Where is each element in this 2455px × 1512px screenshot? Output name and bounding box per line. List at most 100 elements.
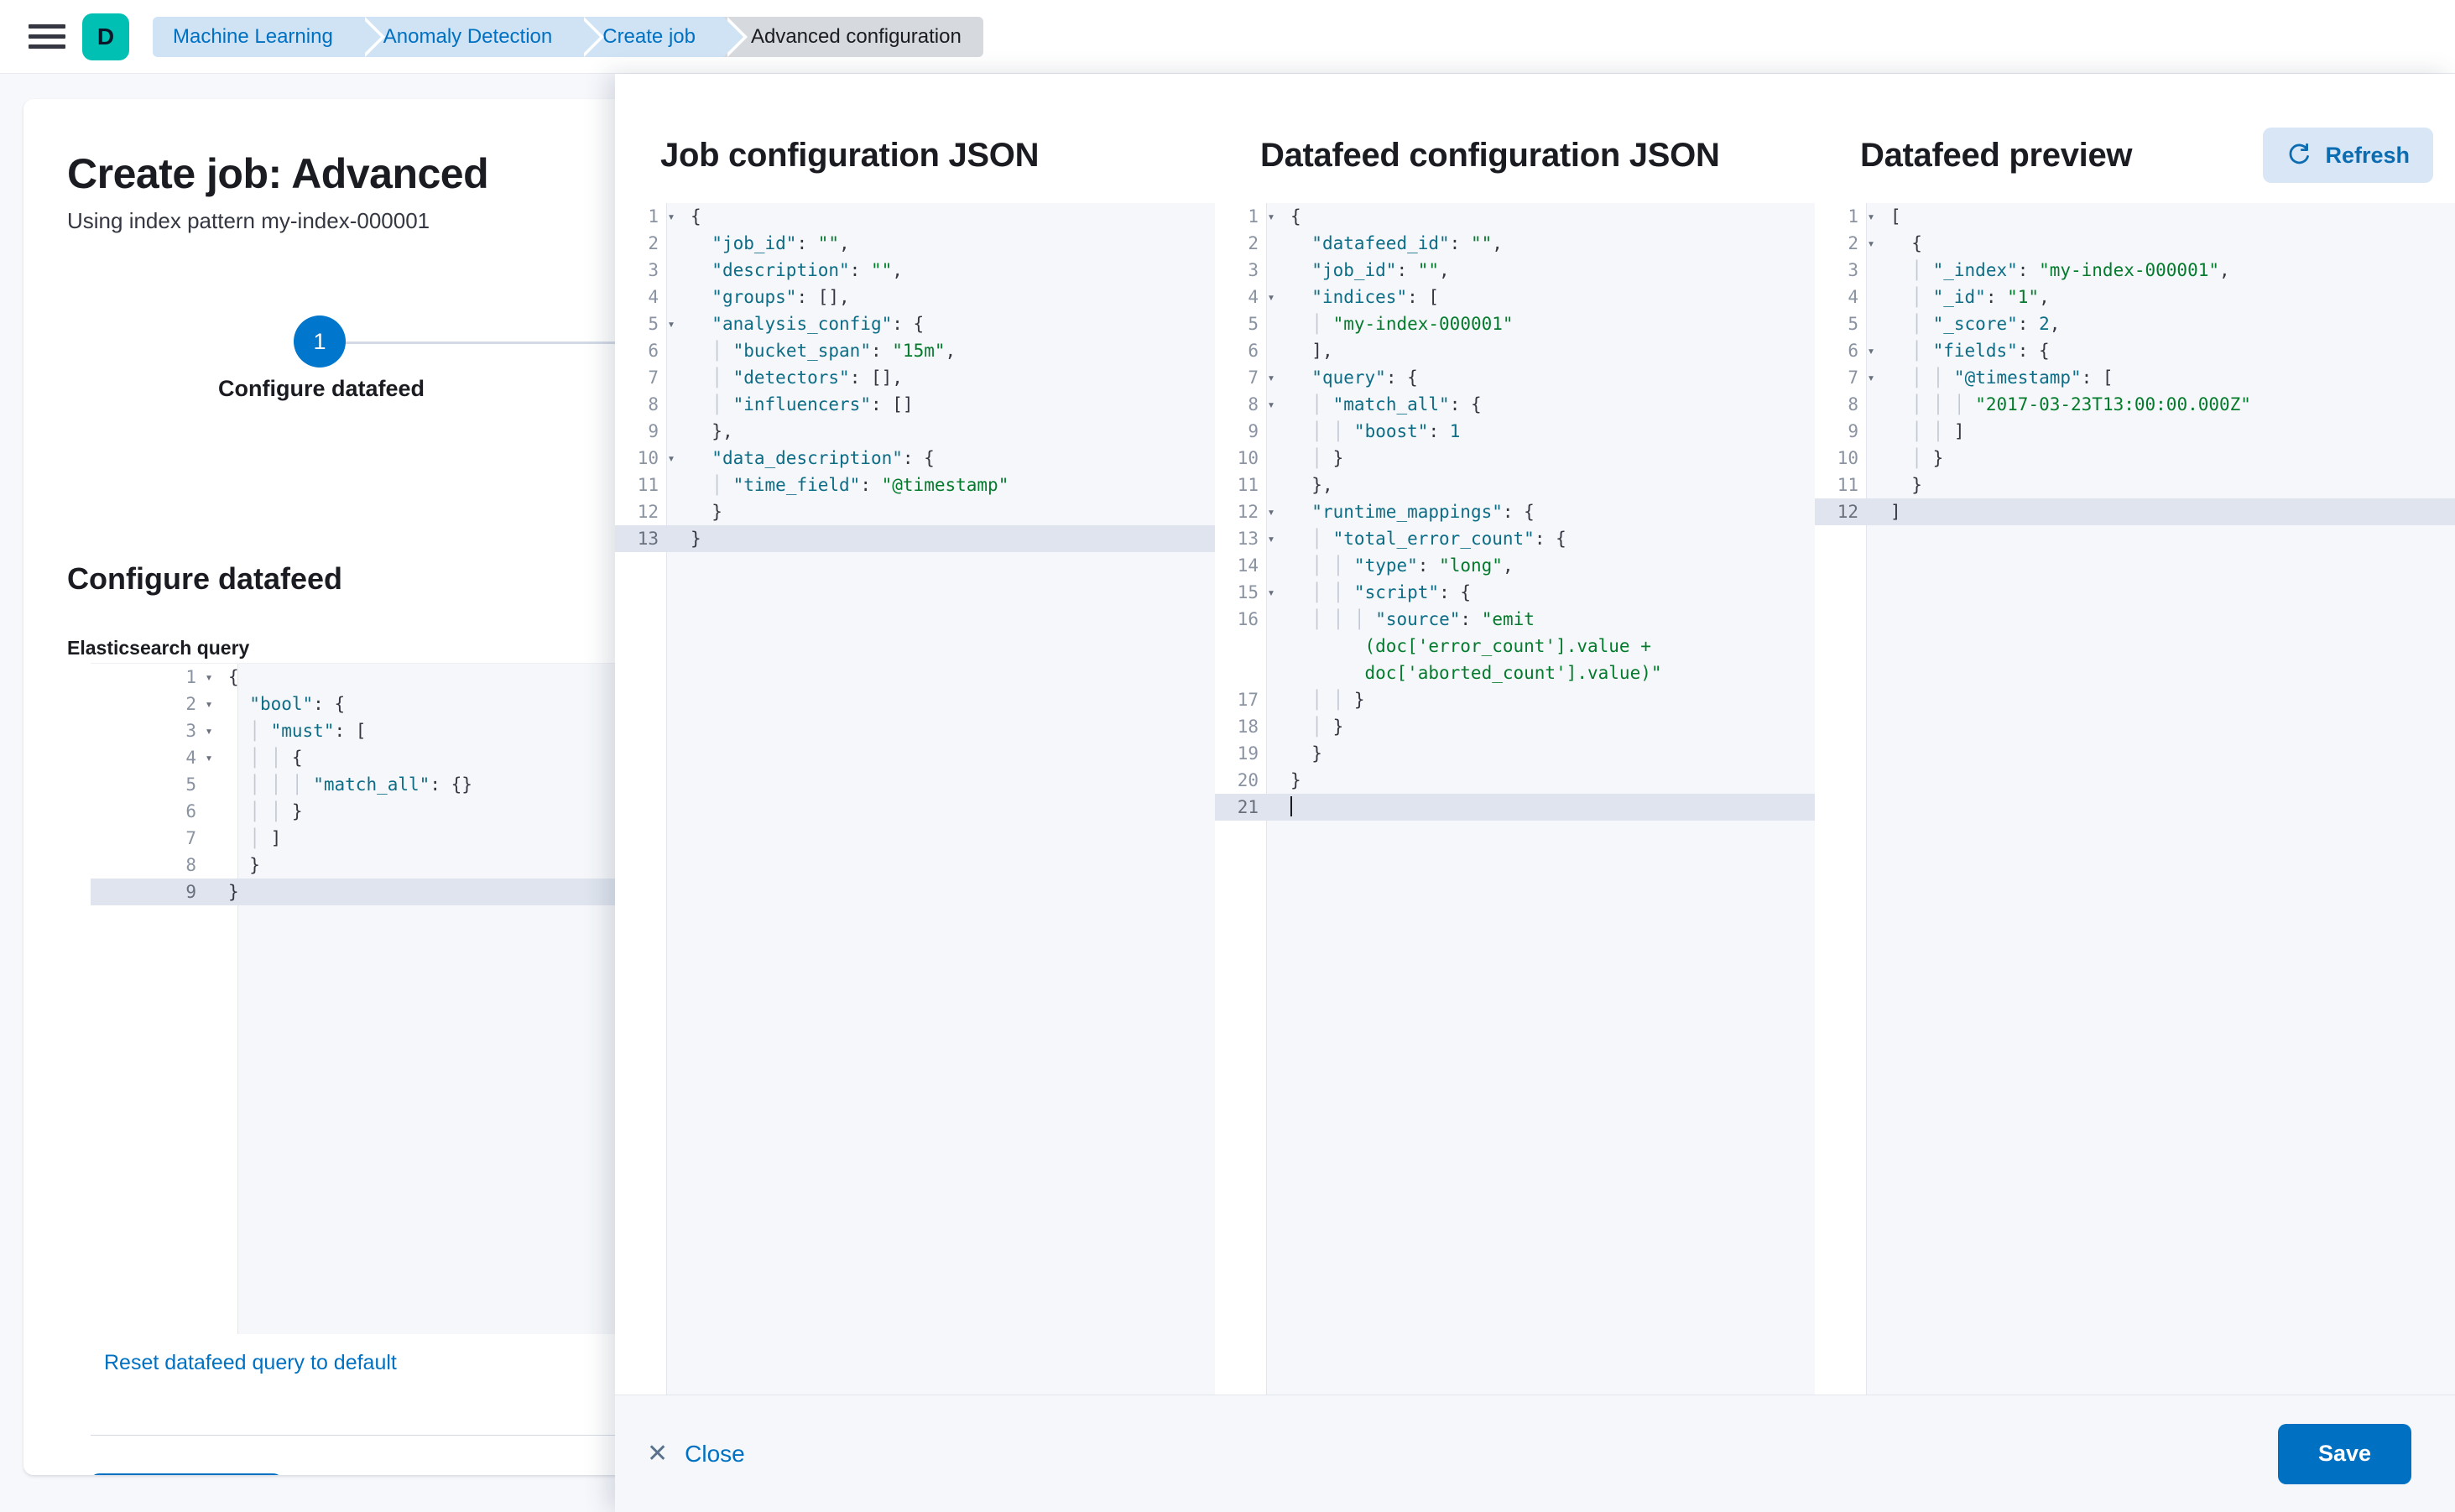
breadcrumb-item-1[interactable]: Machine Learning [153,16,385,57]
fold-toggle-icon[interactable]: ▾ [205,750,213,765]
code-line[interactable]: 12] [1815,498,2455,525]
code-line[interactable]: 2 "job_id": "", [615,230,1215,257]
fold-toggle-icon[interactable]: ▾ [205,723,213,738]
code-line[interactable]: 19 } [1215,740,1815,767]
code-line[interactable]: 7▾ │ │ "@timestamp": [ [1815,364,2455,391]
code-line[interactable]: 20} [1215,767,1815,794]
close-button[interactable]: ✕ Close [647,1441,745,1468]
brand-logo[interactable]: D [82,13,129,60]
line-number: 4 [648,287,659,307]
code-line[interactable]: 8 } [91,852,1198,879]
code-text: │ │ { [249,748,303,768]
code-line[interactable]: 1▾[ [1815,203,2455,230]
fold-toggle-icon[interactable]: ▾ [1267,370,1275,385]
code-line[interactable]: 9 }, [615,418,1215,445]
editor-lines[interactable]: 1▾{2 "job_id": "",3 "description": "",4 … [615,203,1215,552]
code-line[interactable]: 17 │ │ } [1215,686,1815,713]
code-line[interactable]: 12▾ "runtime_mappings": { [1215,498,1815,525]
editor-gutter [615,203,667,1395]
fold-toggle-icon[interactable]: ▾ [1267,289,1275,305]
code-line[interactable]: 3 │ "_index": "my-index-000001", [1815,257,2455,284]
refresh-button[interactable]: Refresh [2263,128,2433,183]
code-line[interactable]: 7 │ ] [91,825,1198,852]
fold-toggle-icon[interactable]: ▾ [205,696,213,712]
code-line[interactable]: 2▾ "bool": { [91,691,1198,717]
fold-toggle-icon[interactable]: ▾ [667,316,675,331]
code-line[interactable]: 5 │ │ │ "match_all": {} [91,771,1198,798]
code-line[interactable]: 13} [615,525,1215,552]
fold-toggle-icon[interactable]: ▾ [667,451,675,466]
fold-toggle-icon[interactable]: ▾ [667,209,675,224]
code-line[interactable]: 21 [1215,794,1815,821]
hamburger-icon[interactable] [29,18,65,55]
code-line[interactable]: 6 │ "bucket_span": "15m", [615,337,1215,364]
code-line[interactable]: 4▾ "indices": [ [1215,284,1815,310]
code-line[interactable]: 13▾ │ "total_error_count": { [1215,525,1815,552]
code-text: { [1290,206,1301,227]
code-line[interactable]: 11 }, [1215,472,1815,498]
job-configuration-editor[interactable]: 1▾{2 "job_id": "",3 "description": "",4 … [615,203,1215,1395]
fold-toggle-icon[interactable]: ▾ [1267,504,1275,519]
code-line[interactable]: 10 │ } [1815,445,2455,472]
save-button[interactable]: Save [2277,1423,2411,1484]
code-line[interactable]: 7 │ "detectors": [], [615,364,1215,391]
code-line[interactable]: 8 │ │ │ "2017-03-23T13:00:00.000Z" [1815,391,2455,418]
fold-toggle-icon[interactable]: ▾ [1867,343,1875,358]
code-line[interactable]: 1▾{ [1215,203,1815,230]
code-line[interactable]: 18 │ } [1215,713,1815,740]
code-line[interactable]: 4 │ "_id": "1", [1815,284,2455,310]
code-line[interactable]: 1▾{ [615,203,1215,230]
code-line[interactable]: 9 │ │ "boost": 1 [1215,418,1815,445]
fold-toggle-icon[interactable]: ▾ [1267,397,1275,412]
code-text: "bool": { [249,694,346,714]
code-line[interactable]: 6 │ │ } [91,798,1198,825]
next-button[interactable]: Next [91,1473,282,1475]
code-line[interactable]: 16 │ │ │ "source": "emit (doc['error_cou… [1215,606,1815,686]
reset-datafeed-query-link[interactable]: Reset datafeed query to default [104,1351,397,1374]
close-icon: ✕ [647,1439,669,1468]
datafeed-configuration-editor[interactable]: 1▾{2 "datafeed_id": "",3 "job_id": "",4▾… [1215,203,1815,1395]
flyout-body: Job configuration JSON 1▾{2 "job_id": ""… [615,74,2455,1395]
code-line[interactable]: 5 │ "_score": 2, [1815,310,2455,337]
code-line[interactable]: 3▾ │ "must": [ [91,717,1198,744]
code-line[interactable]: 12 } [615,498,1215,525]
code-line[interactable]: 4 "groups": [], [615,284,1215,310]
code-line[interactable]: 9 │ │ ] [1815,418,2455,445]
code-line[interactable]: 2 "datafeed_id": "", [1215,230,1815,257]
fold-toggle-icon[interactable]: ▾ [1867,209,1875,224]
fold-toggle-icon[interactable]: ▾ [1867,236,1875,251]
breadcrumb-item-3[interactable]: Create job [581,16,748,57]
fold-toggle-icon[interactable]: ▾ [1267,585,1275,600]
code-line[interactable]: 3 "job_id": "", [1215,257,1815,284]
code-line[interactable]: 14 │ │ "type": "long", [1215,552,1815,579]
fold-toggle-icon[interactable]: ▾ [1867,370,1875,385]
fold-toggle-icon[interactable]: ▾ [205,670,213,685]
editor-lines[interactable]: 1▾{2 "datafeed_id": "",3 "job_id": "",4▾… [1215,203,1815,821]
code-line[interactable]: 10 │ } [1215,445,1815,472]
code-line[interactable]: 4▾ │ │ { [91,744,1198,771]
code-line[interactable]: 6 ], [1215,337,1815,364]
fold-toggle-icon[interactable]: ▾ [1267,531,1275,546]
fold-toggle-icon[interactable]: ▾ [1267,209,1275,224]
code-line[interactable]: 7▾ "query": { [1215,364,1815,391]
code-text: │ │ │ "2017-03-23T13:00:00.000Z" [1911,394,2251,414]
code-text: │ │ ] [1911,421,1965,441]
code-line[interactable]: 11 } [1815,472,2455,498]
code-line[interactable]: 15▾ │ │ "script": { [1215,579,1815,606]
code-line[interactable]: 5 │ "my-index-000001" [1215,310,1815,337]
code-line[interactable]: 8▾ │ "match_all": { [1215,391,1815,418]
code-line[interactable]: 1▾{ [91,664,1198,691]
code-text: } [711,502,722,522]
datafeed-preview-editor[interactable]: 1▾[2▾ {3 │ "_index": "my-index-000001",4… [1815,203,2455,1395]
code-line[interactable]: 10▾ "data_description": { [615,445,1215,472]
code-line[interactable]: 6▾ │ "fields": { [1815,337,2455,364]
code-line[interactable]: 2▾ { [1815,230,2455,257]
code-line[interactable]: 3 "description": "", [615,257,1215,284]
line-number: 21 [1237,797,1259,817]
breadcrumb-item-2[interactable]: Anomaly Detection [361,16,605,57]
stepper-step-1[interactable]: 1 [294,315,346,368]
code-line[interactable]: 5▾ "analysis_config": { [615,310,1215,337]
code-line[interactable]: 11 │ "time_field": "@timestamp" [615,472,1215,498]
code-line[interactable]: 8 │ "influencers": [] [615,391,1215,418]
editor-lines[interactable]: 1▾[2▾ {3 │ "_index": "my-index-000001",4… [1815,203,2455,525]
